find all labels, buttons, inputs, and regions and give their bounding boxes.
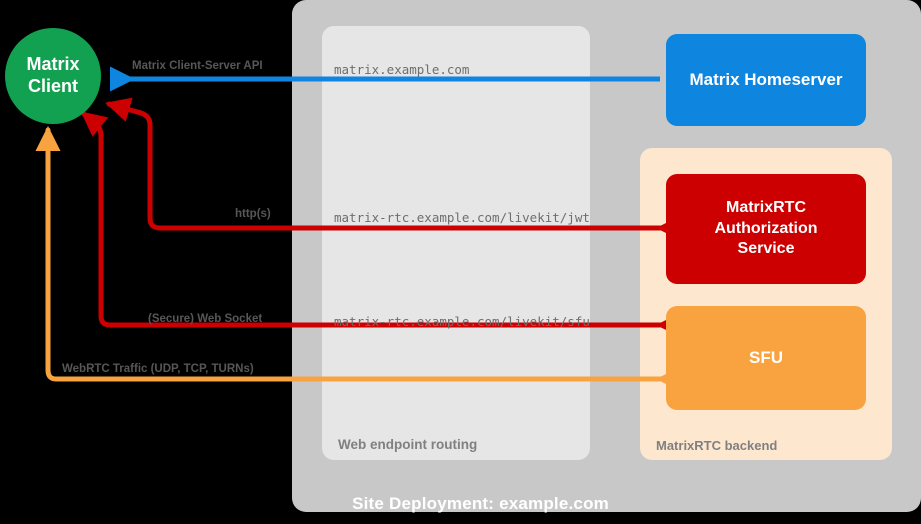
node-matrixrtc-authorization-service[interactable]: MatrixRTC Authorization Service	[666, 174, 866, 284]
authorization-service-label-line2: Authorization	[714, 219, 818, 237]
endpoint-label-homeserver: matrix.example.com	[334, 62, 470, 77]
edge-label-secure-web-socket: (Secure) Web Socket	[148, 313, 263, 325]
edge-label-https: http(s)	[235, 208, 271, 220]
web-endpoint-routing-container	[322, 26, 590, 460]
web-endpoint-routing-label: Web endpoint routing	[338, 437, 478, 452]
edge-label-webrtc-traffic: WebRTC Traffic (UDP, TCP, TURNs)	[62, 363, 254, 375]
sfu-label: SFU	[749, 348, 783, 367]
node-matrix-homeserver[interactable]: Matrix Homeserver	[666, 34, 866, 126]
matrixrtc-backend-label: MatrixRTC backend	[656, 438, 778, 453]
site-deployment-label: Site Deployment: example.com	[352, 494, 609, 513]
matrix-client-label-line2: Client	[27, 76, 78, 96]
authorization-service-label-line1: MatrixRTC	[725, 199, 806, 217]
node-sfu[interactable]: SFU	[666, 306, 866, 410]
endpoint-label-jwt: matrix-rtc.example.com/livekit/jwt	[334, 210, 590, 225]
matrix-homeserver-label: Matrix Homeserver	[689, 70, 843, 89]
matrix-client-label-line1: Matrix	[26, 54, 80, 75]
endpoint-label-sfu: matrix-rtc.example.com/livekit/sfu	[334, 314, 590, 329]
edge-label-matrix-client-server-api: Matrix Client-Server API	[132, 60, 263, 72]
node-matrix-client[interactable]: Matrix Client	[5, 28, 101, 124]
authorization-service-label-line3: Service	[737, 240, 795, 258]
